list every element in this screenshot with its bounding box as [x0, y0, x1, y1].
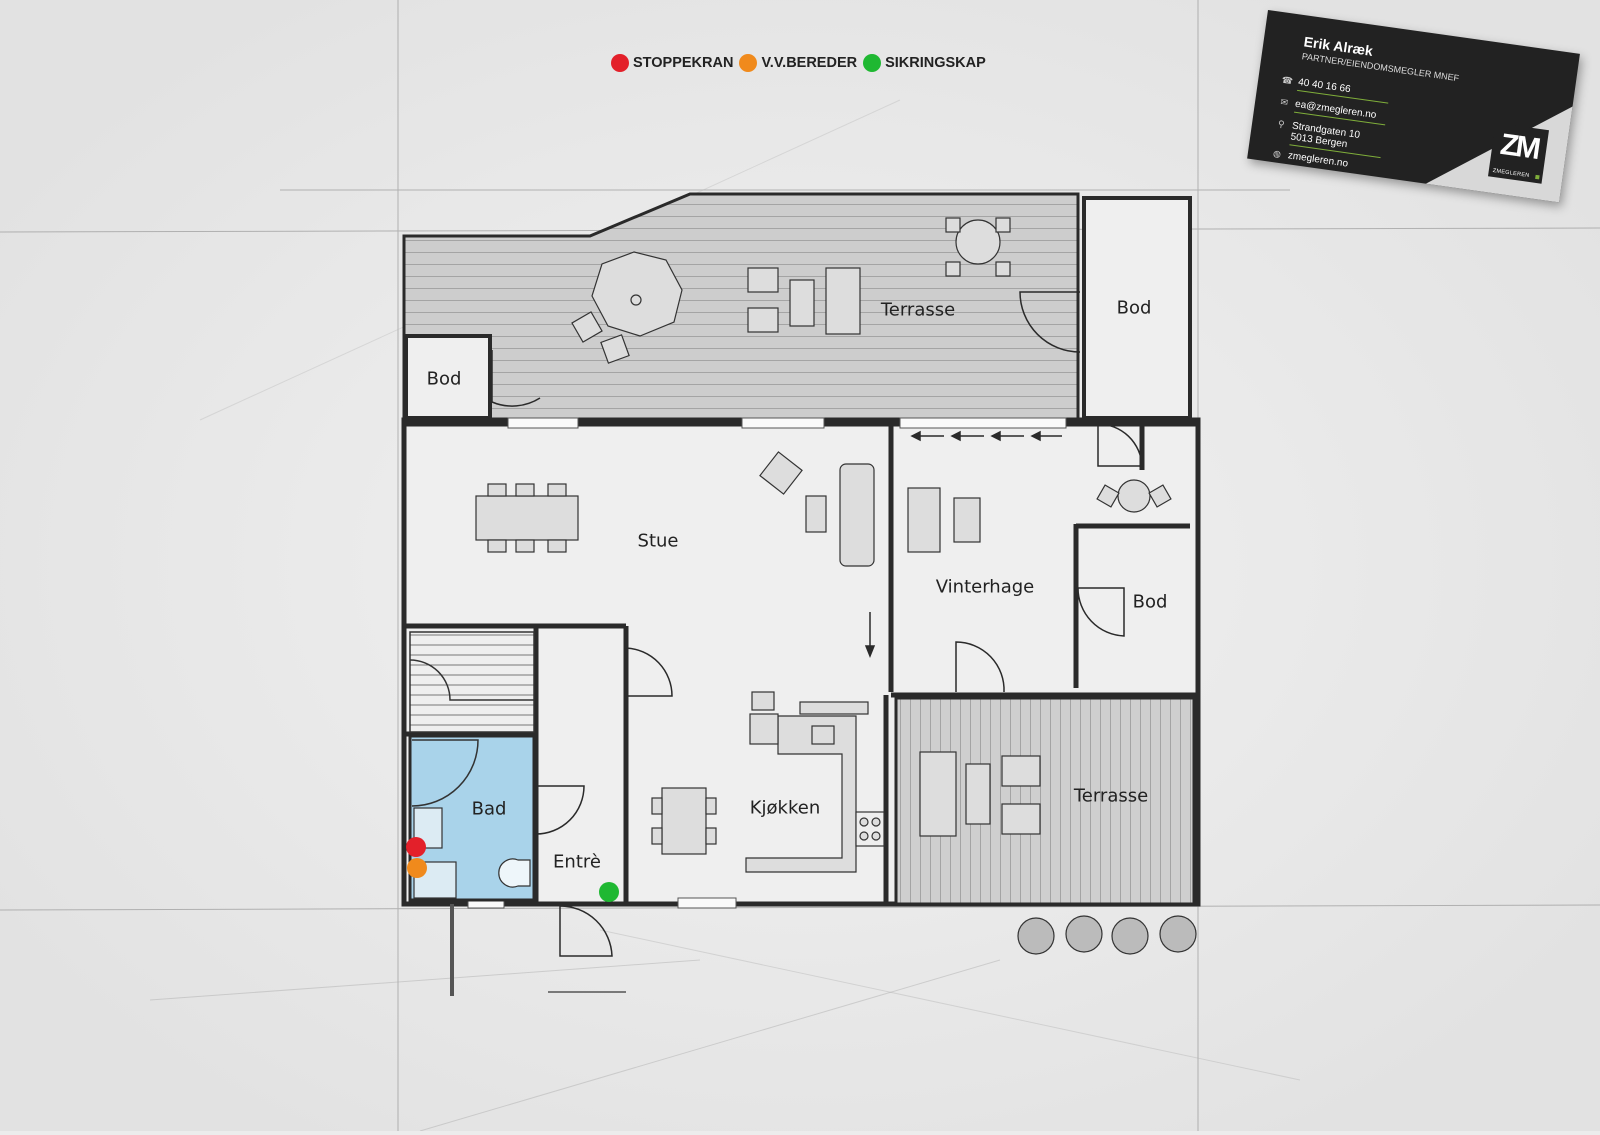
label-bad: Bad	[471, 798, 507, 820]
label-terrasse-bottom: Terrasse	[1073, 785, 1149, 807]
bod-top-left-room	[404, 334, 492, 420]
label-stue: Stue	[637, 530, 679, 552]
logo-text: ZMEGLEREN	[1492, 167, 1530, 179]
logo-accent-square	[1535, 174, 1540, 180]
label-bod-top-right: Bod	[1116, 297, 1152, 319]
label-kjokken: Kjøkken	[749, 797, 821, 819]
legend-item-sikringskap: SIKRINGSKAP	[863, 54, 986, 72]
globe-icon: ◍	[1272, 148, 1282, 160]
logo-mark: ZM	[1498, 127, 1540, 166]
legend-item-vv-bereder: V.V.BEREDER	[739, 54, 857, 72]
card-phone: 40 40 16 66	[1297, 76, 1352, 96]
marker-sikringskap	[599, 882, 619, 902]
kitchen-fixtures	[651, 691, 885, 873]
doors	[535, 423, 1143, 957]
terrace-top-furniture	[571, 217, 1011, 364]
stairs	[409, 631, 535, 733]
marker-vv-bereder	[407, 858, 427, 878]
dining-table-stue	[475, 483, 579, 553]
legend-dot-sikringskap	[863, 54, 882, 72]
stairs-curve	[409, 659, 534, 701]
marker-stoppekran	[406, 837, 426, 857]
label-vinterhage: Vinterhage	[935, 576, 1035, 598]
bod-top-right-room	[1082, 196, 1192, 420]
legend-dot-vv-bereder	[739, 54, 758, 72]
terrace-bottom-furniture	[919, 751, 1041, 837]
legend-label-sikringskap: SIKRINGSKAP	[885, 55, 986, 71]
phone-icon: ☎	[1281, 74, 1294, 87]
label-bod-top-left: Bod	[426, 368, 462, 390]
legend-item-stoppekran: STOPPEKRAN	[611, 54, 733, 72]
card-email: ea@zmegleren.no	[1294, 98, 1377, 122]
label-entre: Entrè	[553, 851, 601, 873]
door-bod-top-right	[1019, 291, 1081, 353]
card-light-triangle	[1365, 37, 1580, 203]
toilet	[498, 858, 531, 888]
shower-curve	[411, 739, 479, 807]
label-bod-mid-right: Bod	[1132, 591, 1168, 613]
card-email-row: ✉ ea@zmegleren.no	[1280, 97, 1388, 126]
location-pin-icon: ⚲	[1277, 118, 1286, 130]
zmegleren-logo: ZM ZMEGLEREN	[1488, 122, 1549, 184]
legend: STOPPEKRAN V.V.BEREDER SIKRINGSKAP	[611, 54, 992, 72]
legend-dot-stoppekran	[611, 54, 629, 72]
sofa-stue	[759, 451, 875, 567]
door-bod-top-left	[491, 350, 541, 407]
vinterhage-furniture	[907, 479, 1172, 553]
card-phone-row: ☎40 40 16 66	[1281, 75, 1391, 104]
label-terrasse-top: Terrasse	[880, 299, 956, 321]
mail-icon: ✉	[1279, 96, 1289, 108]
sliding-door-arrows	[864, 430, 1062, 659]
shrubs	[1017, 915, 1197, 955]
legend-label-vv-bereder: V.V.BEREDER	[761, 55, 858, 71]
legend-label-stoppekran: STOPPEKRAN	[633, 55, 734, 71]
